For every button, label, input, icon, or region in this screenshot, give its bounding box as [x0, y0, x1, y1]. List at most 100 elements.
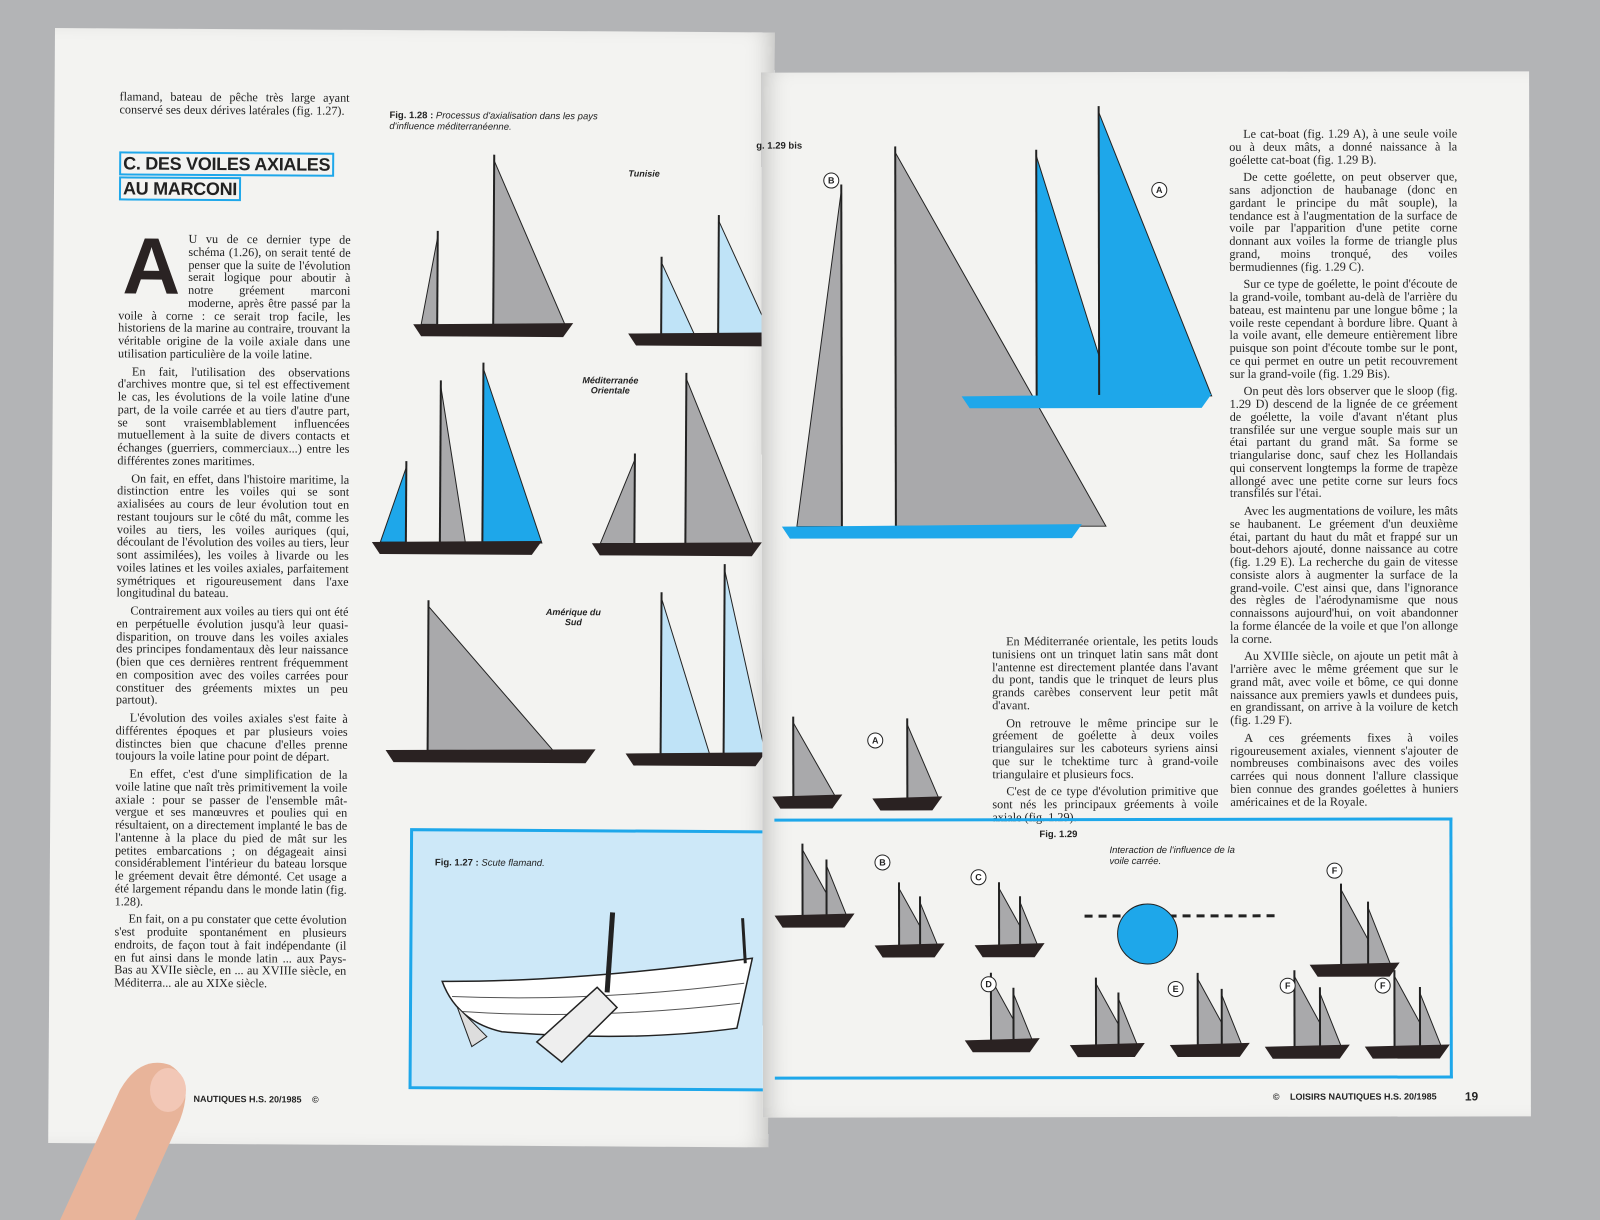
- sailboat-drawing: [386, 600, 597, 763]
- sailboat-drawing: [965, 973, 1040, 1053]
- hull-shape: [965, 1038, 1040, 1052]
- sail-shape: [826, 866, 846, 916]
- right-text-column: Le cat-boat (fig. 1.29 A), à une seule v…: [1229, 127, 1458, 813]
- mast-line: [661, 592, 662, 759]
- sailboat-drawing: [872, 718, 942, 810]
- sailboat-drawing: [413, 154, 574, 337]
- marker-e: E: [1168, 981, 1184, 997]
- hull-shape: [1365, 1044, 1450, 1058]
- hull-shape: [1310, 963, 1400, 977]
- sail-shape: [482, 369, 543, 543]
- square-sail-influence-circle: [1118, 904, 1178, 964]
- marker-a-small: A: [867, 732, 883, 748]
- sail-shape: [793, 723, 835, 797]
- sailboat-drawing: [772, 717, 842, 809]
- hull-shape: [872, 796, 942, 810]
- paragraph: On peut dès lors observer que le sloop (…: [1230, 385, 1458, 500]
- right-footer-text: LOISIRS NAUTIQUES H.S. 20/1985: [1290, 1091, 1437, 1101]
- mast-line: [634, 454, 635, 550]
- sailboat-drawing: [975, 882, 1045, 957]
- paragraph: En fait, on a pu constater que cette évo…: [114, 913, 346, 991]
- mast-line: [440, 380, 441, 548]
- sail-shape: [1013, 994, 1032, 1041]
- sail-shape: [440, 386, 466, 542]
- sailboat-drawing: [592, 372, 763, 556]
- mast-line: [482, 363, 483, 549]
- sailboat-drawing: [875, 882, 945, 957]
- paragraph: En Méditerranée orientale, les petits lo…: [992, 635, 1218, 712]
- hull-shape: [372, 540, 542, 555]
- hull-shape: [1070, 1043, 1145, 1057]
- sail-shape: [600, 459, 635, 543]
- sail-shape: [724, 570, 767, 754]
- fig-129bis-illustration: [761, 72, 1232, 633]
- sail-shape: [1222, 995, 1242, 1045]
- right-page: g. 1.29 bis B A A En Méditerranée orient…: [761, 71, 1531, 1117]
- marker-b: B: [874, 854, 890, 870]
- fig-128-illustration: [50, 28, 775, 812]
- mast-line: [895, 146, 896, 532]
- sail-shape: [1320, 993, 1341, 1047]
- sailboat-drawing: [1070, 978, 1145, 1058]
- hull-shape: [413, 322, 573, 337]
- hull-shape: [962, 394, 1212, 408]
- left-page: flamand, bateau de pêche très large ayan…: [48, 28, 775, 1147]
- sail-shape: [493, 161, 566, 325]
- right-footer-copyright: ©: [1273, 1092, 1280, 1102]
- sailboat-drawing: [1310, 884, 1400, 977]
- marker-f: F: [1375, 978, 1391, 994]
- marker-a: A: [1151, 182, 1167, 198]
- mast-line: [841, 185, 842, 533]
- sailboat-drawing: [372, 362, 543, 555]
- hull-shape: [1265, 1045, 1350, 1059]
- paragraph: Sur ce type de goélette, le point d'écou…: [1229, 278, 1457, 380]
- hull-shape: [386, 748, 596, 763]
- hull-shape: [775, 914, 855, 928]
- paragraph: A ces gréements fixes à voiles rigoureus…: [1230, 731, 1458, 808]
- sailboat-drawing: [1265, 970, 1350, 1059]
- sail-shape: [661, 598, 711, 754]
- mast-line: [661, 257, 662, 340]
- mast-line: [724, 564, 725, 760]
- mast-line: [493, 155, 494, 331]
- hull-shape: [1170, 1043, 1250, 1057]
- marker-d: D: [981, 976, 997, 992]
- marker-c: C: [970, 869, 986, 885]
- sailboat-drawing: [626, 564, 767, 767]
- sail-shape: [428, 606, 555, 751]
- sail-shape: [685, 379, 754, 544]
- right-footer: © LOISIRS NAUTIQUES H.S. 20/1985: [1273, 1091, 1437, 1101]
- sail-shape: [661, 263, 694, 334]
- fig-129-box: Fig. 1.29 Interaction de l'influence de …: [774, 817, 1452, 1079]
- sail-shape: [1368, 908, 1391, 965]
- sail-shape: [421, 237, 438, 325]
- paragraph: On retrouve le même principe sur le grée…: [992, 716, 1218, 780]
- hull-shape: [772, 795, 842, 809]
- marker-f: F: [1326, 863, 1342, 879]
- sail-shape: [920, 902, 938, 945]
- left-footer-text: NAUTIQUES H.S. 20/1985: [193, 1094, 301, 1105]
- sail-shape: [1420, 993, 1441, 1047]
- paragraph: Le cat-boat (fig. 1.29 A), à une seule v…: [1229, 127, 1457, 166]
- paragraph: Avec les augmentations de voilure, les m…: [1230, 504, 1458, 645]
- left-footer-copyright: ©: [312, 1095, 319, 1105]
- hull-shape: [782, 524, 1082, 539]
- middle-text-column: En Méditerranée orientale, les petits lo…: [992, 635, 1218, 829]
- mast-line: [437, 231, 438, 330]
- mast-line: [685, 373, 686, 550]
- scute-flamand-drawing: [412, 831, 769, 1088]
- page-number: 19: [1465, 1089, 1478, 1103]
- mast-line: [428, 600, 429, 756]
- fig-127-box: Fig. 1.27 : Scute flamand.: [409, 828, 772, 1091]
- mast-line: [406, 461, 407, 548]
- mast-line: [1099, 106, 1100, 402]
- hull-shape: [875, 943, 945, 957]
- sail-shape: [1099, 112, 1212, 396]
- sail-shape: [796, 191, 842, 527]
- mast-line: [718, 215, 719, 340]
- sail-shape: [907, 724, 939, 798]
- hull-shape: [592, 541, 762, 556]
- marker-f: F: [1280, 978, 1296, 994]
- sail-shape: [380, 467, 406, 542]
- paragraph: Au XVIIIe siècle, on ajoute un petit mât…: [1230, 650, 1458, 727]
